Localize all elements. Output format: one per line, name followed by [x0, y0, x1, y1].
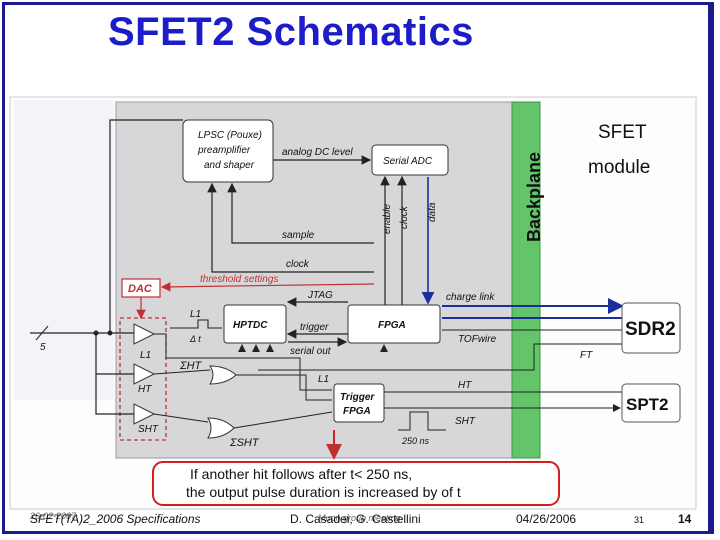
sdr2-box: [621, 302, 681, 354]
fpga-label: FPGA: [378, 320, 406, 331]
l1-gate-label: L1: [318, 374, 329, 385]
or-gate-sht: [207, 417, 235, 439]
footer-center-ghost: Muon group meeting: [318, 513, 401, 523]
trigger-fpga-label-1: Trigger: [340, 392, 375, 403]
input-to-preamp: [109, 119, 183, 333]
clock-line: [207, 182, 374, 273]
backplane-label: Backplane: [524, 152, 544, 242]
sht-gate-label: SHT: [138, 424, 159, 435]
delta-t-label: Δ t: [189, 334, 201, 344]
trigger-fpga-label-2: FPGA: [343, 406, 371, 417]
l1-pulse: [170, 319, 222, 329]
l1-mid-label: L1: [140, 350, 151, 361]
fpga-box: [347, 304, 441, 344]
ht-mid-label: HT: [138, 384, 152, 395]
trigger-label: trigger: [300, 322, 329, 333]
l1-to-trigger: [154, 333, 332, 391]
tof-wire-label: TOFwire: [458, 334, 497, 345]
preamp-label-2: preamplifier: [197, 145, 251, 156]
spt2-label: SPT2: [626, 395, 669, 414]
footer-left-ghost: 26-02-2007: [30, 511, 77, 521]
footer-left: SFET(TA)2_2006 Specifications: [30, 512, 201, 526]
threshold-line: [160, 282, 375, 292]
module-label-1: SFET: [598, 122, 647, 143]
note-line-1: If another hit follows after t< 250 ns,: [190, 466, 412, 482]
ft-label: FT: [580, 350, 593, 361]
sht-to-trigger: [233, 411, 333, 429]
sample-label: sample: [282, 230, 315, 241]
note-box: [152, 461, 560, 506]
serial-adc-box: [371, 144, 449, 176]
input-count-label: 5: [40, 342, 46, 353]
fpga-pin: [380, 344, 388, 352]
pulse-250ns: [398, 411, 446, 431]
comparator-group: [119, 317, 167, 441]
charge-link-label: charge link: [446, 292, 495, 303]
note-line-2: the output pulse duration is increased b…: [186, 484, 461, 500]
trigger-fpga-box: [333, 383, 385, 423]
comparator-l1: [133, 323, 156, 345]
hptdc-pin-3: [266, 344, 274, 352]
preamp-label-1: LPSC (Pouxe): [198, 130, 262, 141]
data-label: data: [427, 202, 438, 222]
slide-border: [2, 2, 714, 534]
hptdc-label: HPTDC: [233, 320, 268, 331]
sht-right-label: SHT: [455, 416, 476, 427]
sample-line: [227, 182, 374, 244]
preamplifier-box: [182, 119, 274, 183]
backplane-bar: [511, 101, 541, 459]
hptdc-box: [223, 304, 287, 344]
dac-label: DAC: [128, 283, 153, 295]
hptdc-pin-2: [252, 344, 260, 352]
footer-page-number: 14: [678, 512, 692, 526]
clock-v-label: clock: [399, 205, 410, 229]
analog-dc-label: analog DC level: [282, 147, 353, 158]
clock-label: clock: [286, 259, 310, 270]
input-bus-slash: [35, 325, 49, 341]
ghost-area: [14, 100, 114, 400]
footer-date: 04/26/2006: [516, 512, 577, 526]
ft-line: [258, 343, 622, 371]
l1-top-label: L1: [190, 309, 201, 320]
junction-2: [107, 330, 113, 336]
enable-label: enable: [382, 204, 393, 234]
ht-to-or: [153, 369, 211, 375]
serial-out-label: serial out: [290, 346, 332, 357]
input-branch-sht: [95, 374, 134, 415]
serial-adc-label: Serial ADC: [383, 156, 433, 167]
junction-1: [93, 330, 99, 336]
preamp-label-3: and shaper: [204, 160, 255, 171]
threshold-label: threshold settings: [200, 274, 278, 285]
sum-ht-label: ΣHT: [179, 360, 203, 372]
sht-to-or: [153, 413, 209, 423]
ht-to-trigger: [258, 374, 332, 401]
ns250-label: 250 ns: [401, 436, 430, 446]
sdr2-label: SDR2: [625, 319, 676, 340]
jtag-label: JTAG: [307, 290, 333, 301]
slide-title: SFET2 Schematics: [108, 10, 474, 54]
footer-small-page: 31: [634, 515, 645, 525]
hptdc-pin-1: [238, 344, 246, 352]
or-gate-ht: [209, 365, 237, 385]
ht-right-label: HT: [458, 380, 472, 391]
spt2-box: [621, 383, 681, 423]
sum-sht-label: ΣSHT: [229, 437, 260, 449]
footer-center: D. Casadei, G. Castellini: [290, 512, 421, 526]
module-label-2: module: [588, 157, 650, 178]
